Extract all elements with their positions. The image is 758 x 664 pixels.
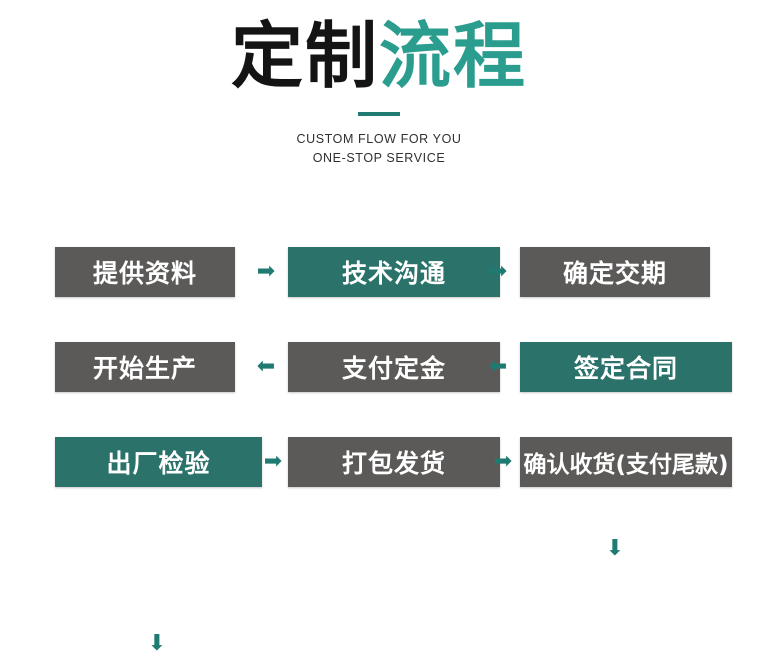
flow-node-factory-inspection[interactable]: 出厂检验 (55, 437, 262, 487)
flow-row-1: 提供资料 ➡ 技术沟通 ➡ 确定交期 (0, 247, 758, 297)
flow-node-start-production[interactable]: 开始生产 (55, 342, 235, 392)
arrow-down-icon: ⬇ (605, 536, 625, 561)
page-title-accent: 流程 (379, 14, 528, 98)
page-header: 定制流程 CUSTOM FLOW FOR YOU ONE-STOP SERVIC… (0, 0, 758, 168)
arrow-right-icon: ➡ (256, 259, 276, 284)
flow-row-2: 开始生产 ⬅ 支付定金 ⬅ 签定合同 (0, 342, 758, 392)
flow-node-pay-deposit[interactable]: 支付定金 (288, 342, 500, 392)
page-title-dark: 定制 (230, 14, 379, 98)
title-divider (358, 112, 400, 116)
arrow-left-icon: ⬅ (488, 354, 508, 379)
flow-node-sign-contract[interactable]: 签定合同 (520, 342, 732, 392)
flow-node-confirm-receipt-final-payment[interactable]: 确认收货(支付尾款) (520, 437, 732, 487)
flow-row-3: 出厂检验 ➡ 打包发货 ➡ 确认收货(支付尾款) (0, 437, 758, 487)
arrow-right-icon: ➡ (493, 449, 513, 474)
arrow-left-icon: ⬅ (256, 354, 276, 379)
page-title: 定制流程 (0, 0, 758, 98)
flow-node-confirm-delivery-date[interactable]: 确定交期 (520, 247, 710, 297)
arrow-down-icon: ⬇ (147, 631, 167, 656)
flow-node-provide-materials[interactable]: 提供资料 (55, 247, 235, 297)
page-subtitle: CUSTOM FLOW FOR YOU ONE-STOP SERVICE (0, 130, 758, 168)
page-subtitle-line-2: ONE-STOP SERVICE (312, 151, 446, 165)
process-flow-diagram: 提供资料 ➡ 技术沟通 ➡ 确定交期 ⬇ 开始生产 ⬅ 支付定金 ⬅ 签定合同 … (0, 232, 758, 655)
flow-node-pack-and-ship[interactable]: 打包发货 (288, 437, 500, 487)
arrow-right-icon: ➡ (263, 449, 283, 474)
page-subtitle-line-1: CUSTOM FLOW FOR YOU (296, 132, 462, 146)
flow-node-technical-communication[interactable]: 技术沟通 (288, 247, 500, 297)
arrow-right-icon: ➡ (488, 259, 508, 284)
